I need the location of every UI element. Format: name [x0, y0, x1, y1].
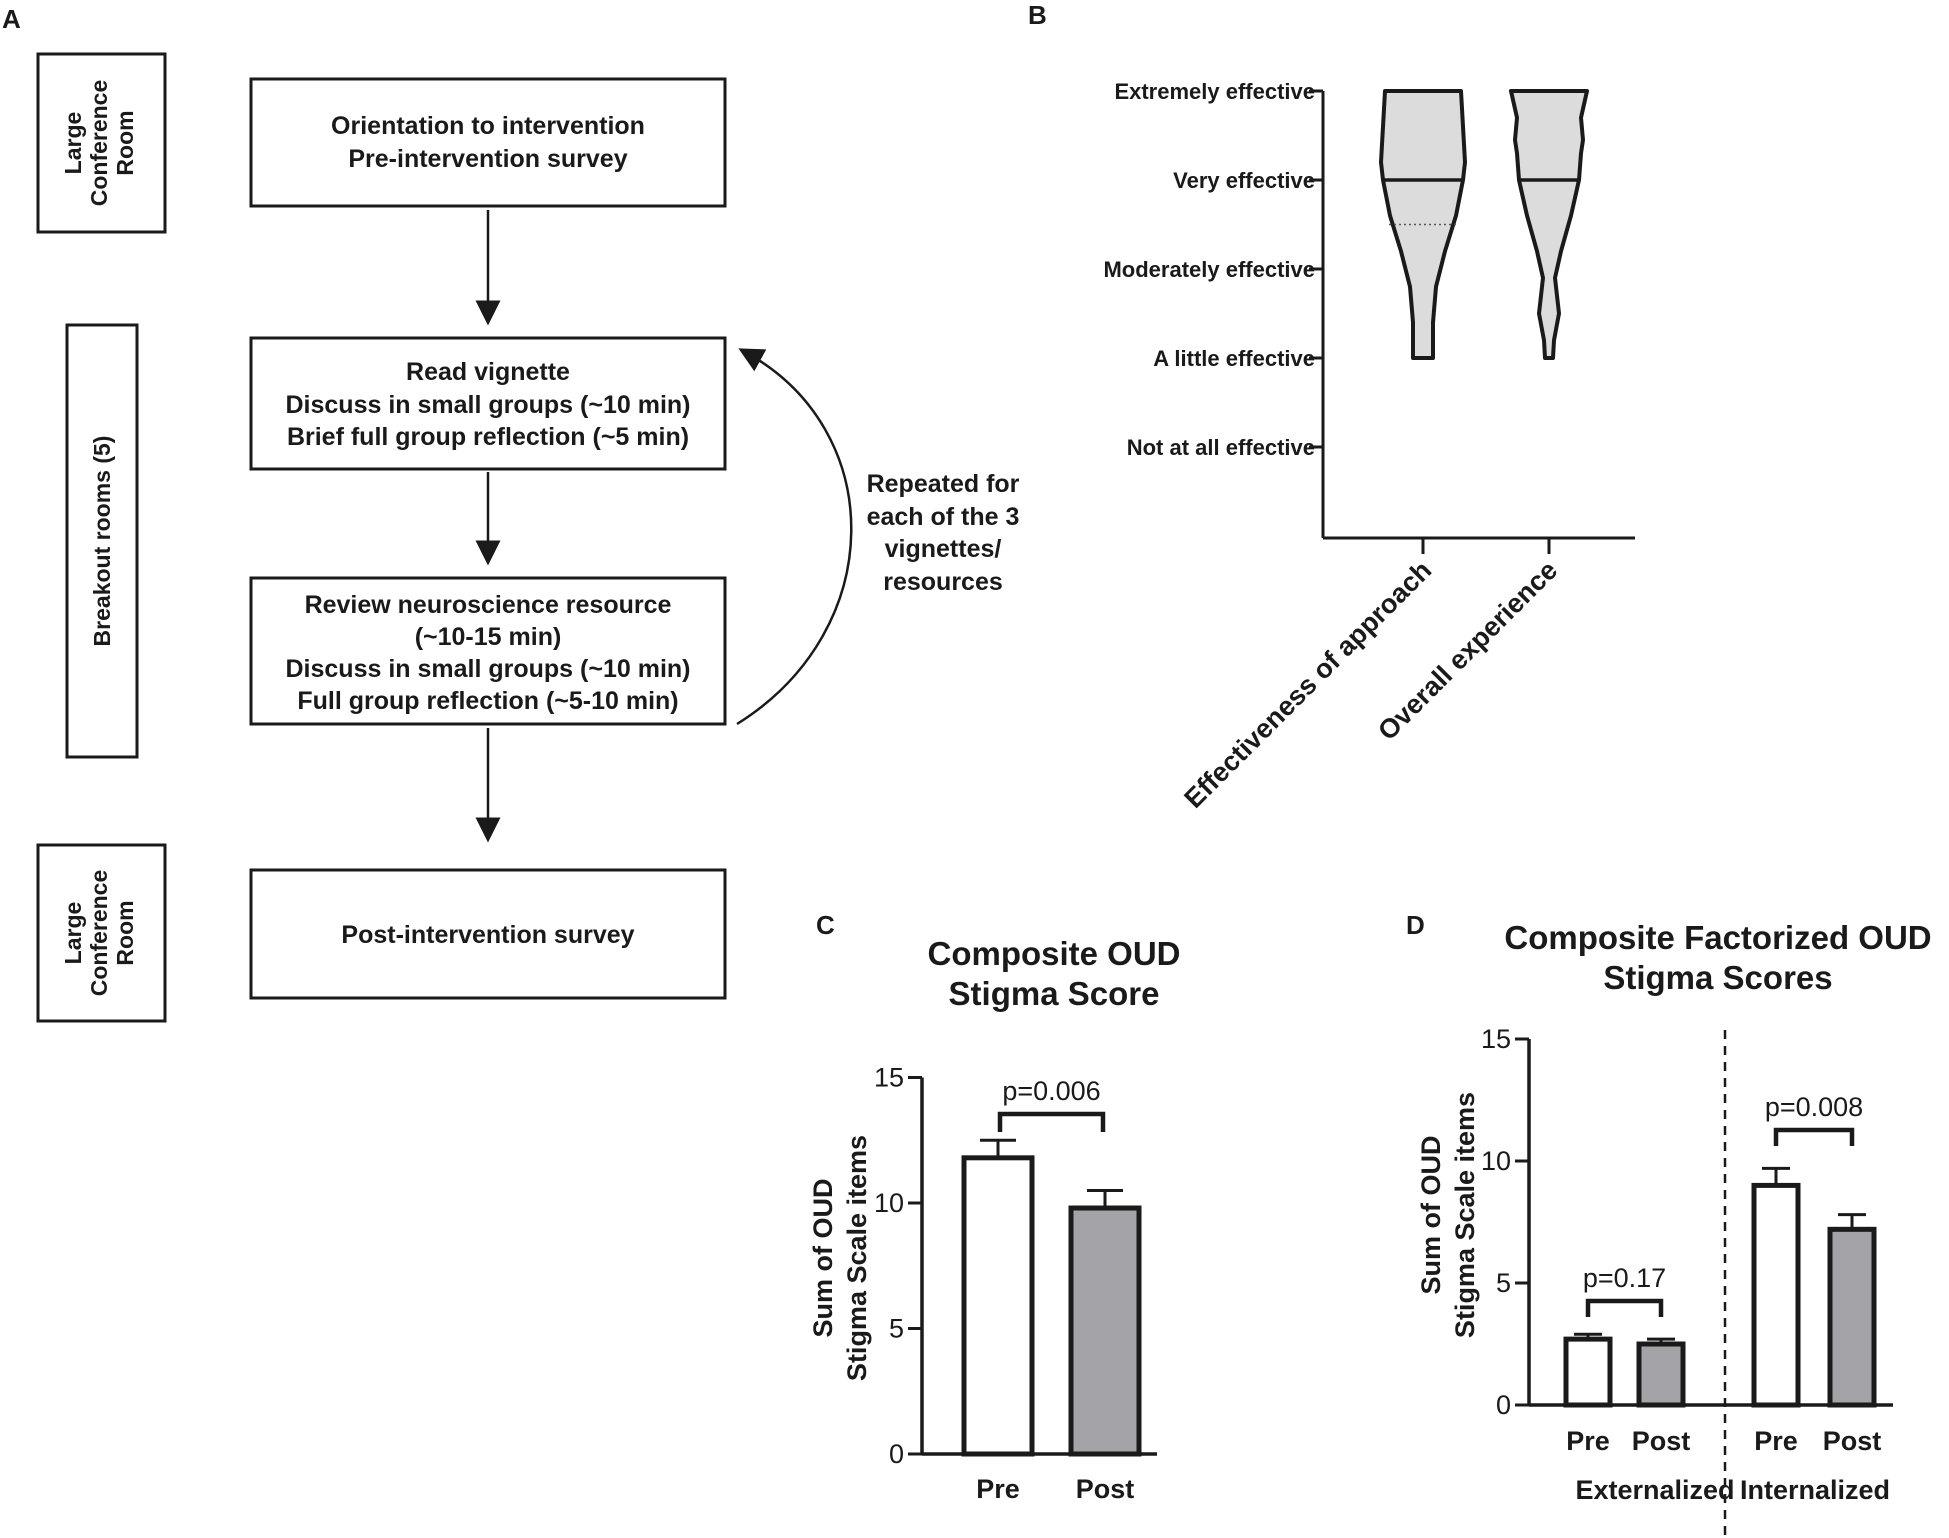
bar — [1563, 1336, 1613, 1408]
y-tick-label: 5 — [1496, 1268, 1511, 1298]
y-tick-label: Moderately effective — [1103, 257, 1315, 282]
p-value-label: p=0.006 — [1002, 1076, 1100, 1106]
panel-b-plot-area: Not at all effective A little effective Mo… — [1103, 79, 1635, 814]
panel-a-flowchart: A Large Conference Room Breakout rooms (… — [2, 4, 1020, 1023]
y-axis-label: Sum of OUD — [1416, 1136, 1446, 1295]
location-label-large-conference-2: Large Conference Room — [60, 870, 138, 997]
significance-bracket — [1585, 1298, 1664, 1317]
bar — [961, 1155, 1035, 1457]
p-value-label: p=0.17 — [1583, 1263, 1666, 1293]
significance-bracket — [1773, 1127, 1855, 1146]
panel-b-violin-chart: B Not at all effective A little effective… — [1028, 0, 1635, 814]
y-tick-label: 5 — [889, 1314, 904, 1344]
location-label-line: Conference — [86, 870, 112, 997]
chart-title-line: Stigma Scores — [1603, 959, 1832, 996]
location-label-line: Conference — [86, 80, 112, 207]
panel-c-letter: C — [816, 910, 835, 940]
step-box-post-survey — [249, 868, 727, 1000]
loop-note-line: vignettes/ — [885, 535, 1002, 563]
y-tick-label: 10 — [1481, 1146, 1511, 1176]
step-text-line: Discuss in small groups (~10 min) — [286, 655, 691, 683]
x-tick-label: Post — [1076, 1474, 1135, 1504]
chart-title-line: Composite OUD — [927, 935, 1180, 972]
x-tick-label: Effectiveness of approach — [1178, 555, 1437, 814]
location-label-line: Large — [60, 902, 86, 965]
significance-bracket — [997, 1111, 1106, 1132]
step-text-line: Orientation to intervention — [331, 112, 645, 140]
location-label-line: Room — [112, 110, 138, 175]
y-tick-label: 15 — [1481, 1024, 1511, 1054]
loop-note-line: resources — [883, 568, 1003, 596]
y-axis-label: Sum of OUD — [808, 1179, 838, 1338]
step-box-neuroscience-resource — [249, 576, 727, 726]
panel-d-bar-chart: D Composite Factorized OUD Stigma Scores… — [1406, 910, 1932, 1538]
y-tick-label: Not at all effective — [1127, 435, 1315, 460]
x-tick-label: Pre — [976, 1474, 1020, 1504]
step-text-line: Brief full group reflection (~5 min) — [287, 423, 689, 451]
panel-d-letter: D — [1406, 910, 1425, 940]
y-tick-label: Very effective — [1173, 168, 1315, 193]
y-tick-label: 0 — [1496, 1390, 1511, 1420]
x-tick-label: Pre — [1566, 1426, 1610, 1456]
panel-a-letter: A — [2, 4, 21, 34]
y-tick-label: 15 — [874, 1063, 904, 1093]
step-text-line: Pre-intervention survey — [348, 145, 627, 173]
x-tick-label: Post — [1823, 1426, 1882, 1456]
violin-shape — [1509, 89, 1589, 360]
violin-shape — [1379, 89, 1467, 360]
step-text-line: Post-intervention survey — [341, 921, 634, 949]
chart-title-line: Composite Factorized OUD — [1504, 919, 1931, 956]
step-box-read-vignette — [249, 336, 727, 471]
y-tick-label: Extremely effective — [1114, 79, 1315, 104]
y-axis-label: Stigma Scale items — [1450, 1092, 1480, 1338]
y-tick-label: 10 — [874, 1188, 904, 1218]
step-text-line: (~10-15 min) — [415, 623, 562, 651]
location-label-breakout-rooms: Breakout rooms (5) — [89, 436, 115, 647]
y-tick-label: 0 — [889, 1439, 904, 1469]
y-tick-label: A little effective — [1153, 346, 1315, 371]
step-text-line: Read vignette — [406, 358, 570, 386]
location-box-breakout-rooms — [65, 323, 139, 759]
group-label: Externalized — [1575, 1475, 1734, 1505]
p-value-label: p=0.008 — [1765, 1092, 1863, 1122]
step-text-line: Discuss in small groups (~10 min) — [286, 391, 691, 419]
panel-b-letter: B — [1028, 0, 1047, 30]
step-box-orientation — [249, 77, 727, 208]
location-label-line: Room — [112, 900, 138, 965]
location-label-line: Large — [60, 112, 86, 175]
step-text-line: Full group reflection (~5-10 min) — [297, 687, 678, 715]
bar — [1636, 1341, 1686, 1408]
x-tick-label: Pre — [1754, 1426, 1798, 1456]
bar — [1827, 1226, 1877, 1408]
step-text-line: Review neuroscience resource — [305, 591, 672, 619]
group-label: Internalized — [1740, 1475, 1890, 1505]
bar — [1751, 1182, 1801, 1408]
loop-note-line: Repeated for — [867, 470, 1020, 498]
bar — [1068, 1205, 1142, 1457]
location-label-large-conference-1: Large Conference Room — [60, 80, 138, 207]
location-label-line: Breakout rooms (5) — [89, 436, 115, 647]
chart-title-line: Stigma Score — [949, 975, 1160, 1012]
loop-note-line: each of the 3 — [867, 503, 1020, 531]
location-box-large-conference-1 — [36, 52, 167, 234]
loop-arrow — [736, 348, 853, 726]
y-axis-label: Stigma Scale items — [842, 1135, 872, 1381]
x-tick-label: Post — [1632, 1426, 1691, 1456]
location-box-large-conference-2 — [36, 843, 167, 1023]
